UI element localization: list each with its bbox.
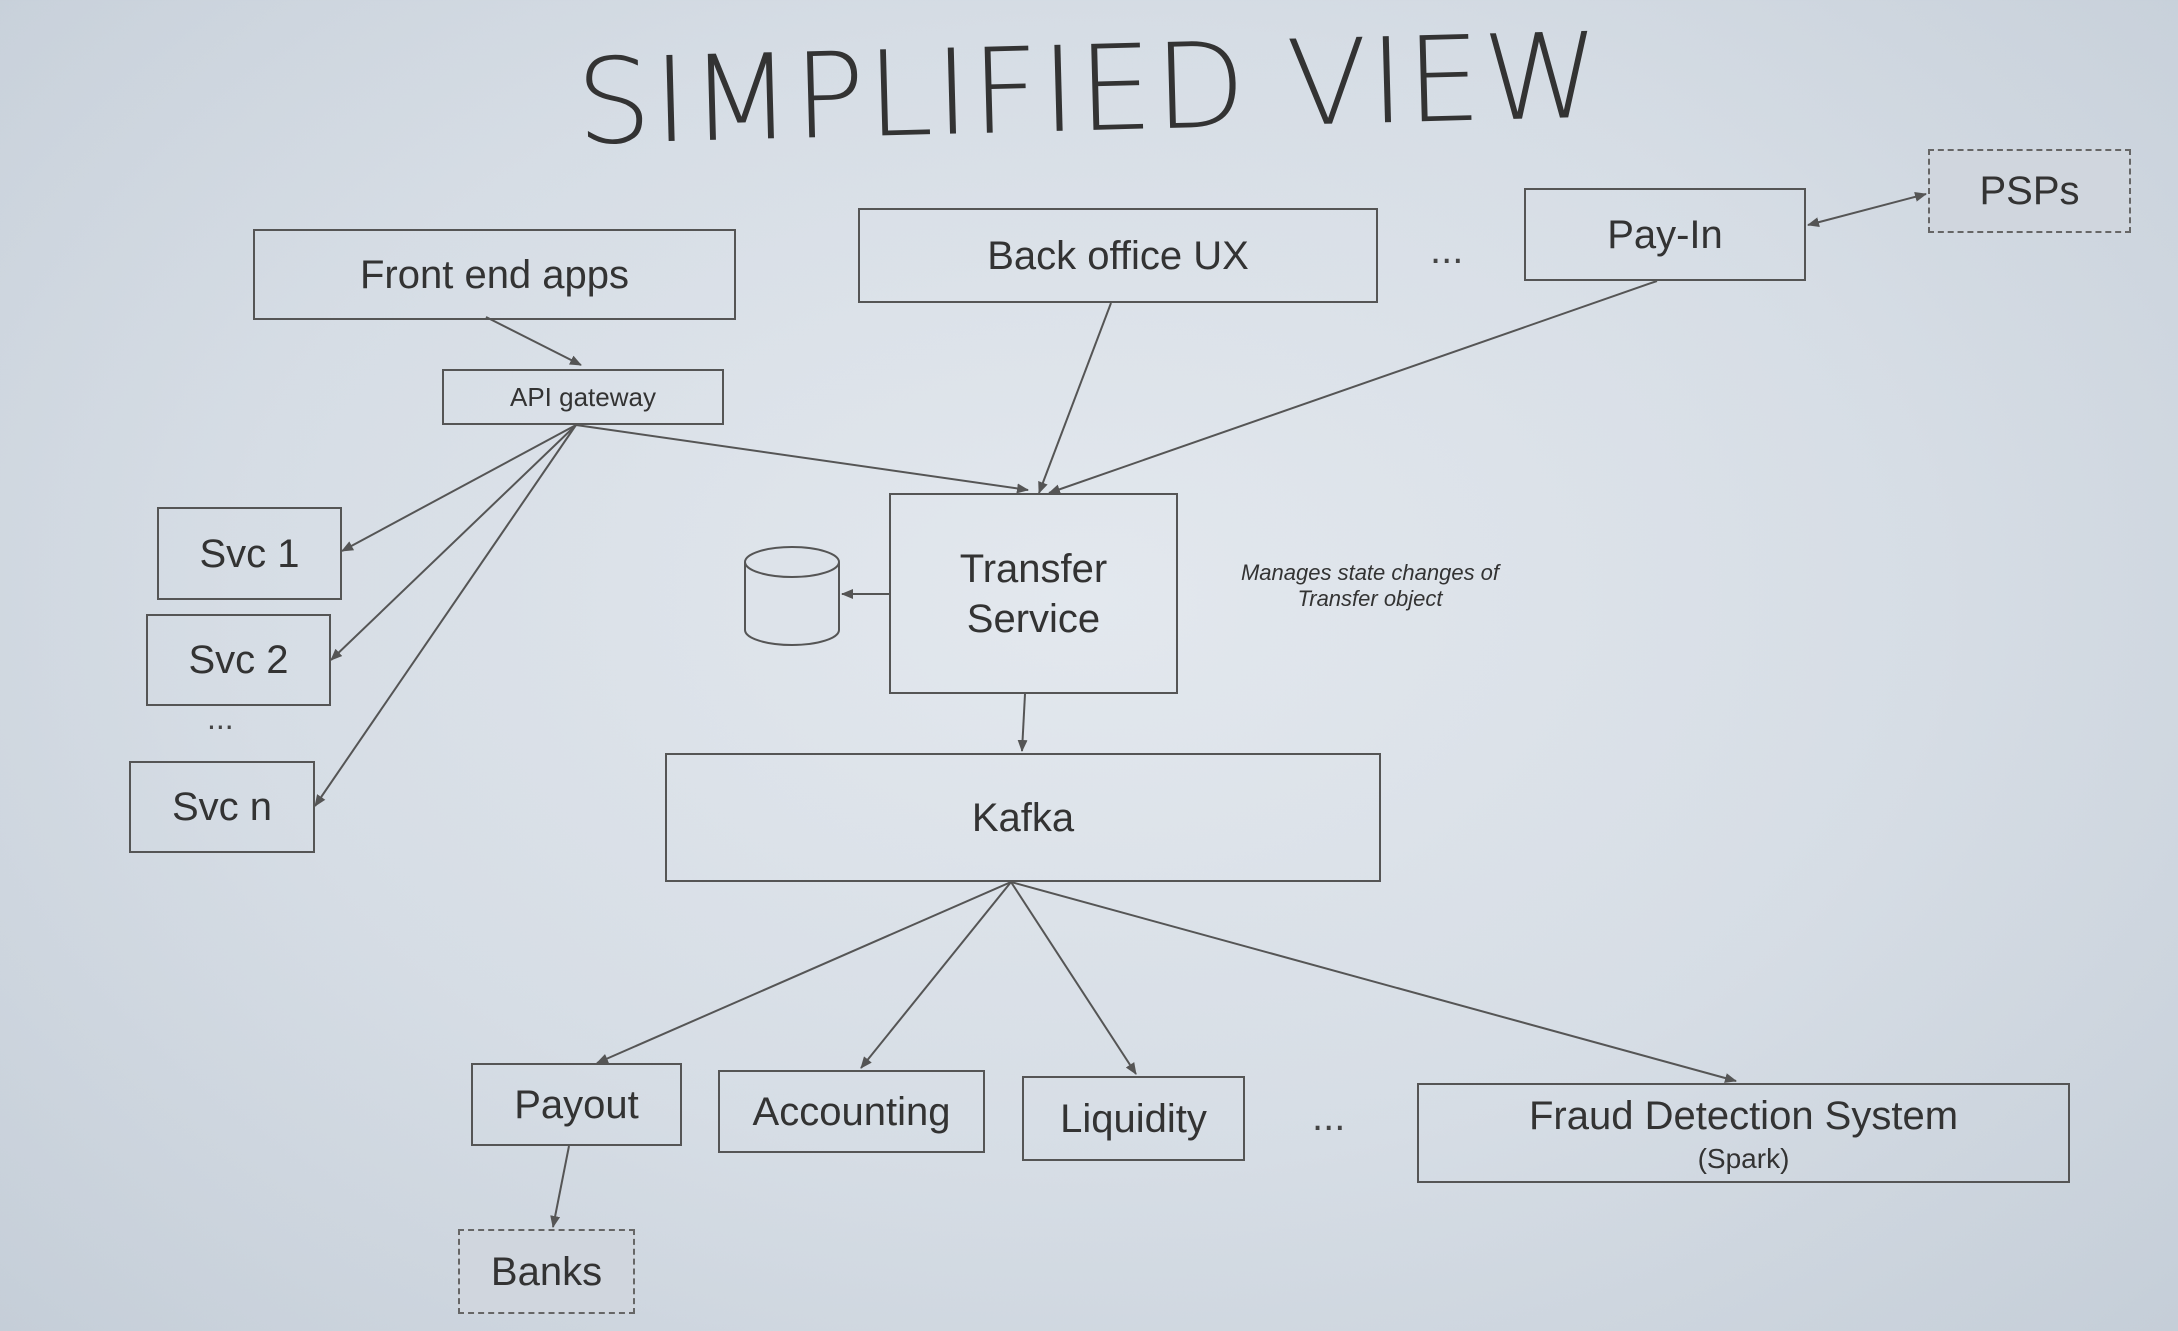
transfer-annotation: Manages state changes of Transfer object bbox=[1200, 560, 1540, 612]
fraud-detection-node: Fraud Detection System (Spark) bbox=[1417, 1083, 2070, 1183]
node-label: Svc n bbox=[171, 785, 273, 829]
bottom-ellipsis: ... bbox=[1312, 1095, 1346, 1139]
annotation-line: Transfer object bbox=[1297, 586, 1443, 611]
node-label: Front end apps bbox=[359, 252, 630, 297]
arrow-transfer-kafka bbox=[1017, 693, 1028, 752]
database-icon bbox=[744, 546, 840, 646]
annotation-line: Manages state changes of bbox=[1240, 560, 1500, 585]
node-label: Pay-In bbox=[1607, 212, 1723, 257]
pay-in-node: Pay-In bbox=[1524, 188, 1806, 281]
arrow-kafka-accounting bbox=[860, 881, 1012, 1069]
payout-node: Payout bbox=[471, 1063, 682, 1146]
arrow-kafka-fraud bbox=[1010, 881, 1737, 1083]
banks-node: Banks bbox=[458, 1229, 635, 1314]
api-gateway-node: API gateway bbox=[442, 369, 724, 425]
top-ellipsis: ... bbox=[1430, 228, 1464, 272]
node-label: Fraud Detection System bbox=[1528, 1093, 1959, 1138]
arrow-api-svc1 bbox=[341, 424, 577, 552]
arrow-kafka-liquidity bbox=[1010, 881, 1137, 1075]
arrow-kafka-payout bbox=[596, 881, 1012, 1064]
arrow-api-svcn bbox=[314, 424, 577, 807]
node-label: API gateway bbox=[510, 381, 656, 412]
arrow-payout-banks bbox=[550, 1145, 570, 1228]
arrow-payin-psps bbox=[1807, 191, 1927, 228]
node-label: Svc 2 bbox=[188, 638, 289, 682]
node-label: Accounting bbox=[752, 1089, 951, 1134]
psps-node: PSPs bbox=[1928, 149, 2131, 233]
arrow-frontend-api bbox=[485, 316, 582, 366]
kafka-node: Kafka bbox=[665, 753, 1381, 882]
transfer-service-node: Transfer Service bbox=[889, 493, 1178, 694]
back-office-ux-node: Back office UX bbox=[858, 208, 1378, 303]
node-label: Transfer bbox=[959, 546, 1108, 591]
node-label: Banks bbox=[490, 1249, 603, 1294]
liquidity-node: Liquidity bbox=[1022, 1076, 1245, 1161]
arrow-payin-transfer bbox=[1048, 280, 1658, 495]
node-label: Back office UX bbox=[987, 233, 1249, 278]
arrow-api-svc2 bbox=[330, 424, 577, 661]
svc2-node: Svc 2 bbox=[146, 614, 331, 706]
accounting-node: Accounting bbox=[718, 1070, 985, 1153]
node-label: Svc 1 bbox=[199, 531, 300, 576]
node-sublabel: (Spark) bbox=[1697, 1142, 1790, 1174]
node-label: Service bbox=[966, 596, 1101, 641]
svcn-node: Svc n bbox=[129, 761, 315, 853]
arrow-backoffice-transfer bbox=[1038, 302, 1112, 494]
arrow-api-transfer bbox=[575, 424, 1029, 494]
node-label: Payout bbox=[514, 1082, 639, 1127]
svc1-node: Svc 1 bbox=[157, 507, 342, 600]
front-end-apps-node: Front end apps bbox=[253, 229, 736, 320]
node-label: Liquidity bbox=[1060, 1096, 1207, 1141]
node-label: PSPs bbox=[1979, 169, 2080, 213]
node-label: Kafka bbox=[971, 795, 1075, 840]
svc-ellipsis: ... bbox=[207, 700, 234, 736]
